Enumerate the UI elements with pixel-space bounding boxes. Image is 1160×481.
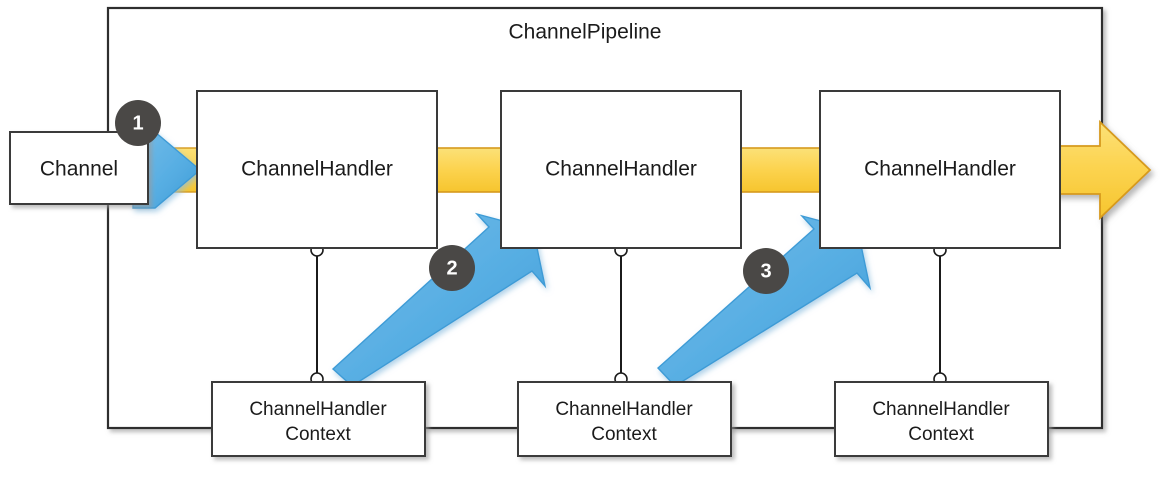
channel-handler-node-1[interactable]: ChannelHandler xyxy=(196,90,438,249)
context-label-line-1: ChannelHandler xyxy=(555,399,693,420)
channel-handler-label: ChannelHandler xyxy=(545,158,697,181)
channel-handler-context-node-3[interactable]: ChannelHandler Context xyxy=(834,381,1049,457)
pipeline-title: ChannelPipeline xyxy=(509,21,662,44)
channel-node[interactable]: Channel xyxy=(9,131,149,205)
step-badge-1-number: 1 xyxy=(132,112,143,134)
flow-arrow-handler-3-outbound xyxy=(1054,119,1152,221)
step-badge-2: 2 xyxy=(429,245,475,291)
channel-handler-node-3[interactable]: ChannelHandler xyxy=(819,90,1061,249)
flow-arrow-handler-1-to-handler-2 xyxy=(431,147,507,193)
context-label-line-2: Context xyxy=(285,424,351,445)
flow-arrow-handler-2-to-handler-3 xyxy=(734,147,826,193)
context-label-line-1: ChannelHandler xyxy=(872,399,1010,420)
channel-node-label: Channel xyxy=(40,158,118,181)
step-badge-3-number: 3 xyxy=(760,260,771,282)
context-label-line-2: Context xyxy=(591,424,657,445)
channel-handler-node-2[interactable]: ChannelHandler xyxy=(500,90,742,249)
channel-handler-label: ChannelHandler xyxy=(241,158,393,181)
channel-handler-context-node-1[interactable]: ChannelHandler Context xyxy=(211,381,426,457)
step-badge-1: 1 xyxy=(115,100,161,146)
context-label-line-2: Context xyxy=(908,424,974,445)
step-badge-2-number: 2 xyxy=(446,257,457,279)
channel-handler-label: ChannelHandler xyxy=(864,158,1016,181)
channel-handler-context-node-2[interactable]: ChannelHandler Context xyxy=(517,381,732,457)
step-badge-3: 3 xyxy=(743,248,789,294)
context-label-line-1: ChannelHandler xyxy=(249,399,387,420)
